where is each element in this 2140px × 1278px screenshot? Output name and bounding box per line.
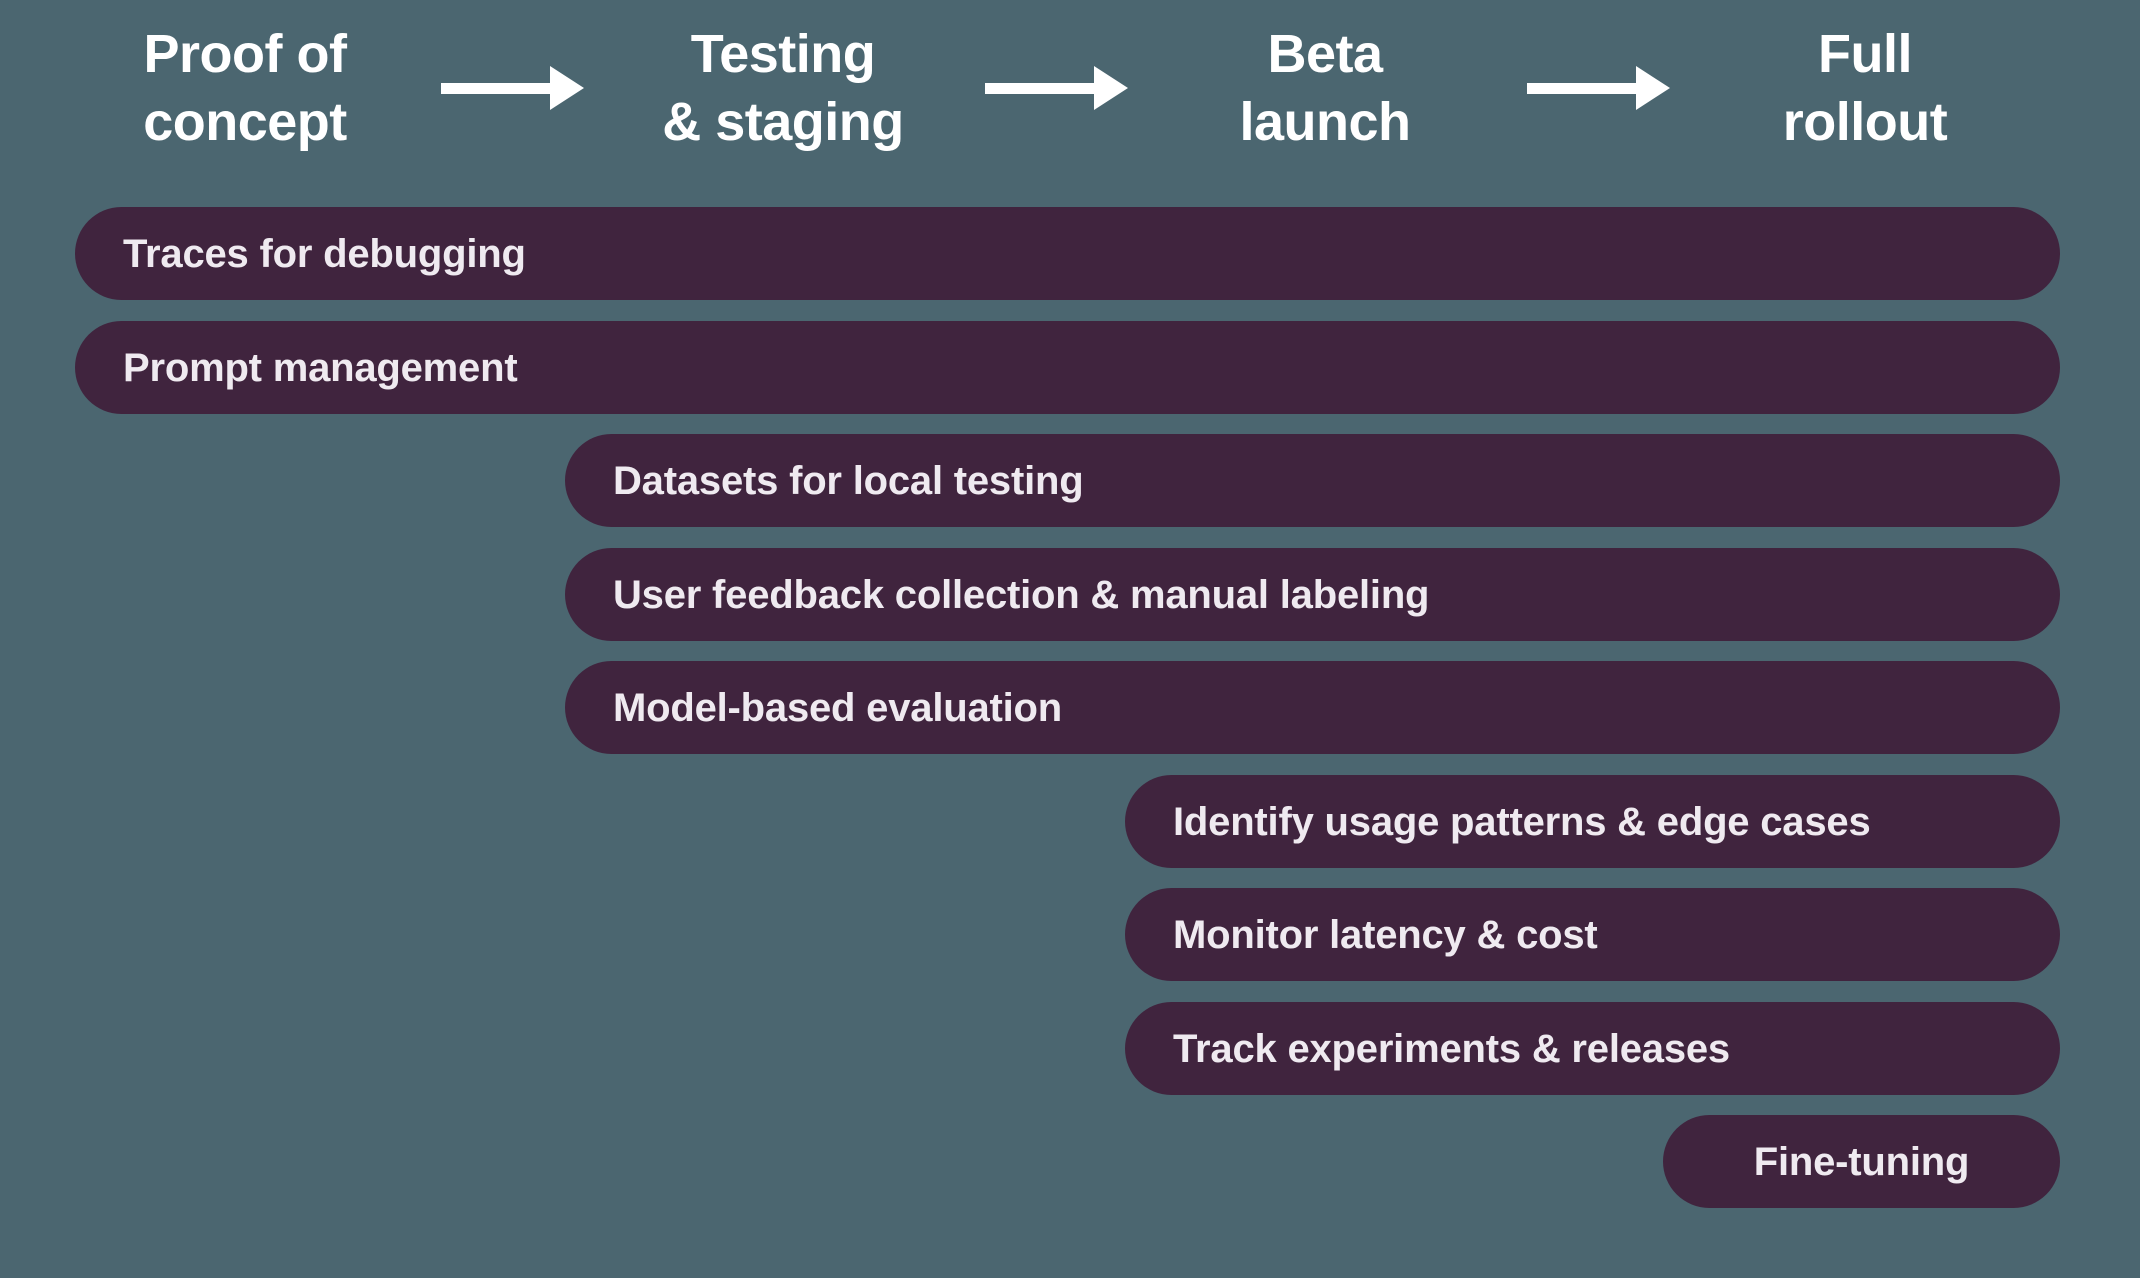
capability-bar[interactable]: Datasets for local testing [565,434,2060,527]
arrow-head [550,66,584,110]
phase-label-2: Testing & staging [662,24,904,152]
capability-bar[interactable]: Prompt management [75,321,2060,414]
capability-bar[interactable]: Fine-tuning [1663,1115,2060,1208]
capability-bar[interactable]: Identify usage patterns & edge cases [1125,775,2060,868]
phase-label-1: Proof of concept [143,24,347,152]
capability-bar-label: Monitor latency & cost [1173,912,1598,957]
capability-bar-label: Track experiments & releases [1173,1026,1730,1071]
arrow-shaft [1527,83,1639,94]
capability-bar[interactable]: Model-based evaluation [565,661,2060,754]
capability-bar-label: Traces for debugging [123,231,526,276]
capability-bar-label: Identify usage patterns & edge cases [1173,799,1871,844]
arrow-head [1094,66,1128,110]
capability-bar-label: Datasets for local testing [613,458,1084,503]
capability-bar[interactable]: Monitor latency & cost [1125,888,2060,981]
arrow-right-icon-2 [985,58,1128,118]
phase-label-3: Beta launch [1239,24,1411,152]
arrow-head [1636,66,1670,110]
phase-label-4: Full rollout [1782,24,1948,152]
capability-bar-label: User feedback collection & manual labeli… [613,572,1430,617]
capability-bar-label: Model-based evaluation [613,685,1063,730]
arrow-right-icon-1 [441,58,584,118]
capability-bar[interactable]: Traces for debugging [75,207,2060,300]
capability-bar[interactable]: User feedback collection & manual labeli… [565,548,2060,641]
capability-bar-label: Prompt management [123,345,518,390]
arrow-shaft [985,83,1097,94]
arrow-right-icon-3 [1527,58,1670,118]
arrow-shaft [441,83,553,94]
capability-bar-label: Fine-tuning [1753,1139,1970,1184]
capability-bar[interactable]: Track experiments & releases [1125,1002,2060,1095]
